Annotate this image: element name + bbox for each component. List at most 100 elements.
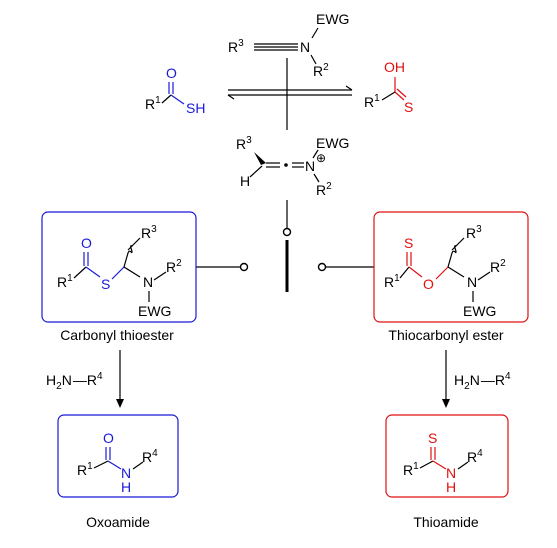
keteniminium-central-carbon bbox=[284, 163, 288, 167]
keteniminium-h-label: H bbox=[240, 173, 250, 189]
thioamide-box: S R1 N H R4 bbox=[385, 414, 509, 498]
keteniminium-n-ewg-bond bbox=[312, 149, 319, 159]
thioacid-r1-label: R1 bbox=[145, 95, 161, 112]
thioamide-caption: Thioamide bbox=[413, 514, 479, 530]
thiocarbonyl-ester-caption: Thiocarbonyl ester bbox=[388, 327, 504, 343]
thionoester-o-label: O bbox=[423, 276, 434, 292]
carbonyl-thioester-caption: Carbonyl thioester bbox=[60, 327, 174, 343]
thionoester-vinyl-bond bbox=[451, 237, 465, 251]
keteniminium-wedge-bond bbox=[254, 152, 266, 165]
thionoester-wavy-bond bbox=[447, 245, 457, 268]
thionoacid-cs-double-bond bbox=[394, 91, 405, 101]
keteniminium-structure: R3 H N ⊕ EWG R2 bbox=[236, 135, 349, 198]
ynamide-n-label: N bbox=[300, 39, 310, 55]
thiocarbonyl-ester-frame bbox=[373, 211, 529, 323]
ynamide-ewg-label: EWG bbox=[316, 11, 349, 27]
thionoester-s-label: S bbox=[404, 235, 413, 251]
right-amination-step: H2N—R4 bbox=[442, 350, 511, 408]
thioester-s-label: S bbox=[101, 276, 110, 292]
thioester-c-s-bond bbox=[85, 266, 101, 278]
thionoester-c-o-bond bbox=[408, 266, 423, 278]
thionoacid-s-label: S bbox=[404, 99, 413, 115]
thionoacid-structure: OH R1 S bbox=[364, 59, 413, 115]
thionoester-r1-label: R1 bbox=[384, 273, 400, 290]
thioester-r1-c-bond bbox=[73, 266, 87, 279]
equilibrium-arrow-left-head bbox=[227, 94, 235, 100]
thionoacid-r1-label: R1 bbox=[364, 93, 380, 110]
thioester-r3-label: R3 bbox=[141, 224, 157, 241]
oxoamide-caption: Oxoamide bbox=[86, 514, 150, 530]
oxoamide-box: O R1 N H R4 bbox=[57, 414, 179, 498]
thioacid-sh-label: SH bbox=[186, 100, 205, 116]
thioamide-frame bbox=[385, 414, 509, 498]
thioamide-r4-label: R4 bbox=[467, 448, 483, 465]
right-down-arrow-head bbox=[442, 399, 450, 408]
oxoamide-r4-label: R4 bbox=[142, 448, 158, 465]
thioester-o-label: O bbox=[81, 235, 92, 251]
thioester-r2-label: R2 bbox=[166, 258, 182, 275]
left-amine-label: H2N—R4 bbox=[46, 371, 103, 392]
thioester-r1-label: R1 bbox=[57, 273, 73, 290]
ynamide-structure: R3 N EWG R2 bbox=[228, 11, 349, 79]
oxoamide-r1-c-bond bbox=[93, 460, 109, 469]
thioamide-s-label: S bbox=[428, 430, 437, 446]
thionoacid-r1-c-bond bbox=[381, 91, 396, 101]
thionoester-ewg-label: EWG bbox=[463, 303, 496, 319]
thionoester-n-label: N bbox=[467, 274, 477, 290]
branch-node-circle bbox=[282, 227, 292, 237]
ynamide-r3-label: R3 bbox=[228, 38, 244, 55]
thioester-n-r2-bond bbox=[153, 271, 167, 281]
equilibrium-arrow-right-head bbox=[345, 85, 353, 91]
oxoamide-c-n-bond bbox=[107, 460, 122, 470]
thioacid-o-label: O bbox=[166, 65, 177, 81]
keteniminium-h-bond bbox=[249, 165, 263, 178]
thiocarbonyl-ester-box: S R1 O R3 N R2 EWG bbox=[373, 211, 529, 323]
thionoester-r2-label: R2 bbox=[490, 258, 506, 275]
branch-connector bbox=[196, 200, 374, 292]
thioester-c-n-bond bbox=[123, 266, 141, 278]
thioamide-n-r4-bond bbox=[457, 461, 469, 470]
thioacid-c-s-bond bbox=[170, 94, 185, 105]
carbonyl-thioester-box: O R1 S R3 N R2 EWG bbox=[41, 211, 197, 323]
thionoacid-cs-double-bond bbox=[396, 88, 407, 98]
left-branch-node bbox=[239, 262, 249, 272]
ynamide-n-r2-bond bbox=[310, 54, 317, 65]
thioacid-r1-c-bond bbox=[161, 94, 172, 104]
carbonyl-thioester-frame bbox=[41, 211, 197, 323]
equilibrium-arrows bbox=[227, 85, 353, 100]
thioamide-r1-c-bond bbox=[419, 460, 434, 469]
keteniminium-n-r2-bond bbox=[313, 173, 320, 183]
thioamide-h-label: H bbox=[446, 479, 456, 495]
keteniminium-ewg-label: EWG bbox=[316, 135, 349, 151]
thionoester-r3-label: R3 bbox=[466, 224, 482, 241]
thioamide-c-n-bond bbox=[432, 460, 447, 470]
thioacid-structure: O R1 SH bbox=[145, 65, 205, 116]
thioester-wavy-bond bbox=[123, 245, 133, 268]
oxoamide-frame bbox=[57, 414, 179, 498]
thionoester-n-r2-bond bbox=[477, 271, 491, 281]
thioamide-r1-label: R1 bbox=[403, 461, 419, 478]
thioester-ewg-label: EWG bbox=[138, 303, 171, 319]
oxoamide-r1-label: R1 bbox=[77, 461, 93, 478]
right-amine-label: H2N—R4 bbox=[454, 371, 511, 392]
left-amination-step: H2N—R4 bbox=[46, 350, 124, 408]
thionoester-c-n-bond bbox=[447, 266, 465, 278]
thionoester-o-c-bond bbox=[435, 266, 449, 280]
right-branch-node bbox=[317, 262, 327, 272]
keteniminium-r2-label: R2 bbox=[316, 181, 332, 198]
oxoamide-n-label: N bbox=[121, 465, 131, 481]
thioamide-n-label: N bbox=[446, 465, 456, 481]
keteniminium-r3-label: R3 bbox=[236, 135, 252, 152]
keteniminium-n-label: N bbox=[305, 158, 315, 174]
left-down-arrow-head bbox=[116, 399, 124, 408]
thionoester-r1-c-bond bbox=[399, 266, 410, 279]
positive-charge-icon: ⊕ bbox=[316, 151, 326, 165]
ynamide-n-ewg-bond bbox=[311, 27, 319, 39]
thionoacid-oh-label: OH bbox=[384, 59, 405, 75]
thioester-n-label: N bbox=[143, 274, 153, 290]
oxoamide-h-label: H bbox=[121, 479, 131, 495]
oxoamide-n-r4-bond bbox=[132, 461, 144, 470]
thioester-s-c-bond bbox=[111, 266, 125, 280]
oxoamide-o-label: O bbox=[103, 430, 114, 446]
thioester-vinyl-bond bbox=[127, 237, 141, 251]
